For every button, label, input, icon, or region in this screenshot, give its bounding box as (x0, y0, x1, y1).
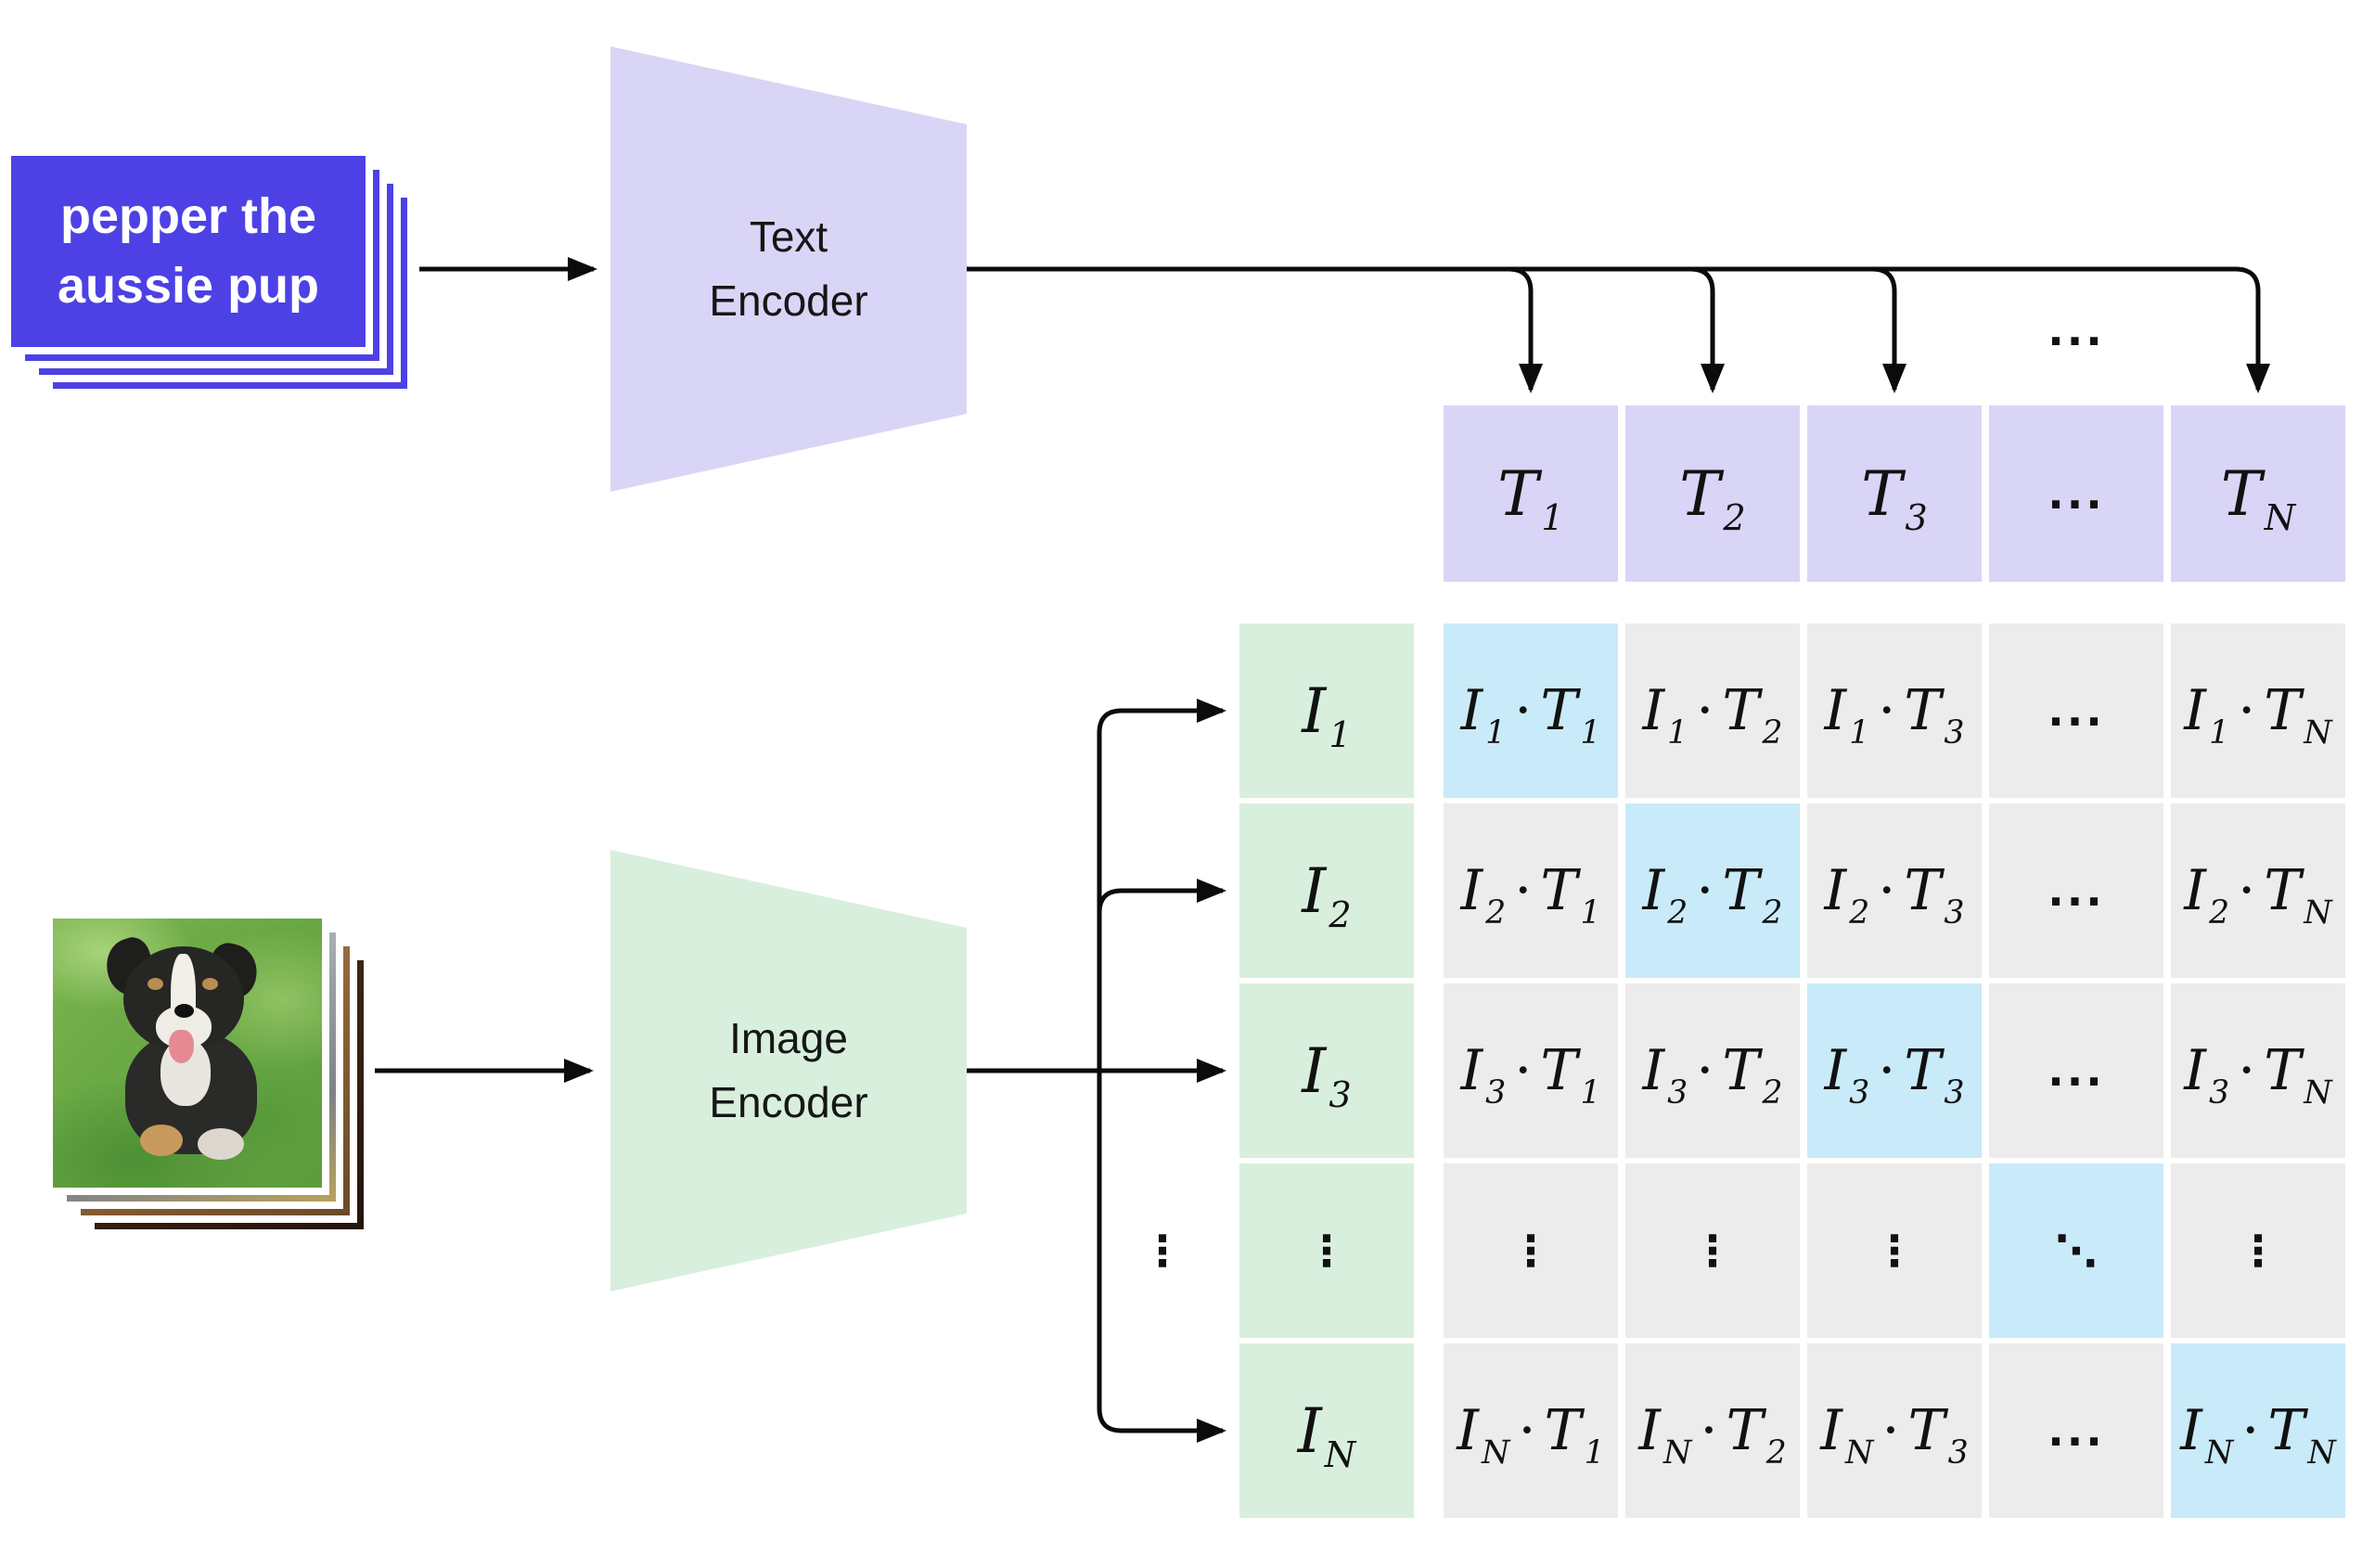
matrix-cell-i2t2: I2·T2 (1625, 803, 1800, 978)
text-query-caption: pepper the aussie pup (11, 156, 366, 347)
image-encoder-label: Image Encoder (610, 850, 967, 1292)
hdots-r1-label: ... (2048, 686, 2105, 736)
text-encoder-label: Text Encoder (610, 46, 967, 492)
matrix-cell-vdots-c1: ⋮ (1444, 1163, 1618, 1338)
matrix-cell-i1t3: I1·T3 (1807, 623, 1982, 798)
matrix-cell-i2t3: I2·T3 (1807, 803, 1982, 978)
arrow-text-encoder-to-tn (967, 266, 2270, 393)
text-embedding-cell-ellipsis: ... (1989, 405, 2163, 582)
text-embedding-cell-tn: TN (2171, 405, 2345, 582)
puppy-photo (53, 919, 322, 1188)
text-encoder-line2: Encoder (709, 276, 868, 325)
matrix-cell-i1tn: I1·TN (2171, 623, 2345, 798)
i2tn-label: I2·TN (2184, 858, 2332, 932)
puppy-art-paw-left (140, 1125, 183, 1156)
i3-label: I3 (1302, 1035, 1352, 1116)
image-branch-ellipsis: ⋮ (1141, 1226, 1184, 1276)
image-encoder-line2: Encoder (709, 1078, 868, 1126)
i2t3-label: I2·T3 (1824, 858, 1965, 932)
t1-label: T1 (1497, 457, 1564, 539)
image-embedding-cell-i1: I1 (1239, 623, 1414, 798)
puppy-art-paw-right (198, 1128, 244, 1160)
i2t2-label: I2·T2 (1642, 858, 1783, 932)
arrow-branch-to-t2 (1689, 266, 1725, 393)
int2-label: IN·T2 (1638, 1398, 1787, 1472)
i-ellipsis-label: ⋮ (1305, 1226, 1348, 1276)
ddots-label: ⋱ (2055, 1226, 2098, 1276)
matrix-cell-i1t2: I1·T2 (1625, 623, 1800, 798)
matrix-cell-hdots-r2: ... (1989, 803, 2163, 978)
matrix-cell-i2tn: I2·TN (2171, 803, 2345, 978)
image-embedding-cell-ellipsis: ⋮ (1239, 1163, 1414, 1338)
matrix-cell-hdots-r5: ... (1989, 1343, 2163, 1518)
text-query-line1: pepper the (59, 188, 317, 245)
matrix-cell-i3tn: I3·TN (2171, 983, 2345, 1158)
vdots-c5-label: ⋮ (2237, 1226, 2279, 1276)
image-embedding-cell-i3: I3 (1239, 983, 1414, 1158)
in-label: IN (1297, 1394, 1356, 1476)
t-ellipsis-label: ... (2048, 469, 2105, 519)
i1-label: I1 (1302, 675, 1352, 756)
vdots-c1-label: ⋮ (1509, 1226, 1552, 1276)
vdots-c2-label: ⋮ (1691, 1226, 1734, 1276)
matrix-cell-hdots-r1: ... (1989, 623, 2163, 798)
arrow-branch-to-in (1097, 1071, 1226, 1443)
arrow-branch-to-i2 (1097, 879, 1226, 1071)
matrix-cell-vdots-c2: ⋮ (1625, 1163, 1800, 1338)
image-encoder-shape (610, 850, 967, 1292)
hdots-r3-label: ... (2048, 1046, 2105, 1096)
i1t2-label: I1·T2 (1642, 678, 1783, 752)
text-query-line2: aussie pup (57, 258, 320, 314)
matrix-cell-vdots-c5: ⋮ (2171, 1163, 2345, 1338)
i3t3-label: I3·T3 (1824, 1038, 1965, 1112)
puppy-art-nose (174, 1004, 194, 1018)
int1-label: IN·T1 (1457, 1398, 1605, 1472)
image-embedding-cell-in: IN (1239, 1343, 1414, 1518)
puppy-art-brow-left (148, 978, 163, 990)
i3t1-label: I3·T1 (1460, 1038, 1601, 1112)
text-encoder-line1: Text (749, 212, 828, 261)
vdots-c3-label: ⋮ (1873, 1226, 1916, 1276)
i3tn-label: I3·TN (2184, 1038, 2332, 1112)
text-embedding-cell-t2: T2 (1625, 405, 1800, 582)
matrix-cell-ddots: ⋱ (1989, 1163, 2163, 1338)
i3t2-label: I3·T2 (1642, 1038, 1783, 1112)
matrix-cell-vdots-c3: ⋮ (1807, 1163, 1982, 1338)
i2t1-label: I2·T1 (1460, 858, 1601, 932)
matrix-cell-i3t1: I3·T1 (1444, 983, 1618, 1158)
tn-label: TN (2220, 457, 2296, 539)
puppy-art-tongue (169, 1030, 194, 1063)
int3-label: IN·T3 (1820, 1398, 1969, 1472)
text-encoder-shape (610, 46, 967, 492)
hdots-r5-label: ... (2048, 1406, 2105, 1456)
text-embedding-cell-t1: T1 (1444, 405, 1618, 582)
matrix-cell-i3t2: I3·T2 (1625, 983, 1800, 1158)
arrow-branch-to-t3 (1871, 266, 1906, 393)
text-embedding-cell-t3: T3 (1807, 405, 1982, 582)
intn-label: IN·TN (2180, 1398, 2336, 1472)
image-embedding-cell-i2: I2 (1239, 803, 1414, 978)
matrix-cell-hdots-r3: ... (1989, 983, 2163, 1158)
matrix-cell-i1t1: I1·T1 (1444, 623, 1618, 798)
matrix-cell-i2t1: I2·T1 (1444, 803, 1618, 978)
top-branch-ellipsis: ... (2048, 305, 2105, 355)
t2-label: T2 (1679, 457, 1746, 539)
i1tn-label: I1·TN (2184, 678, 2332, 752)
matrix-cell-intn: IN·TN (2171, 1343, 2345, 1518)
matrix-cell-int1: IN·T1 (1444, 1343, 1618, 1518)
i2-label: I2 (1302, 855, 1352, 936)
hdots-r2-label: ... (2048, 866, 2105, 916)
matrix-cell-int3: IN·T3 (1807, 1343, 1982, 1518)
matrix-cell-i3t3: I3·T3 (1807, 983, 1982, 1158)
t3-label: T3 (1861, 457, 1928, 539)
arrow-branch-to-i1 (1097, 699, 1226, 1071)
i1t3-label: I1·T3 (1824, 678, 1965, 752)
i1t1-label: I1·T1 (1460, 678, 1601, 752)
arrow-branch-to-t1 (1508, 266, 1543, 393)
puppy-art-brow-right (202, 978, 218, 990)
matrix-cell-int2: IN·T2 (1625, 1343, 1800, 1518)
image-encoder-line1: Image (729, 1014, 848, 1062)
text-query-card-front (11, 156, 366, 347)
